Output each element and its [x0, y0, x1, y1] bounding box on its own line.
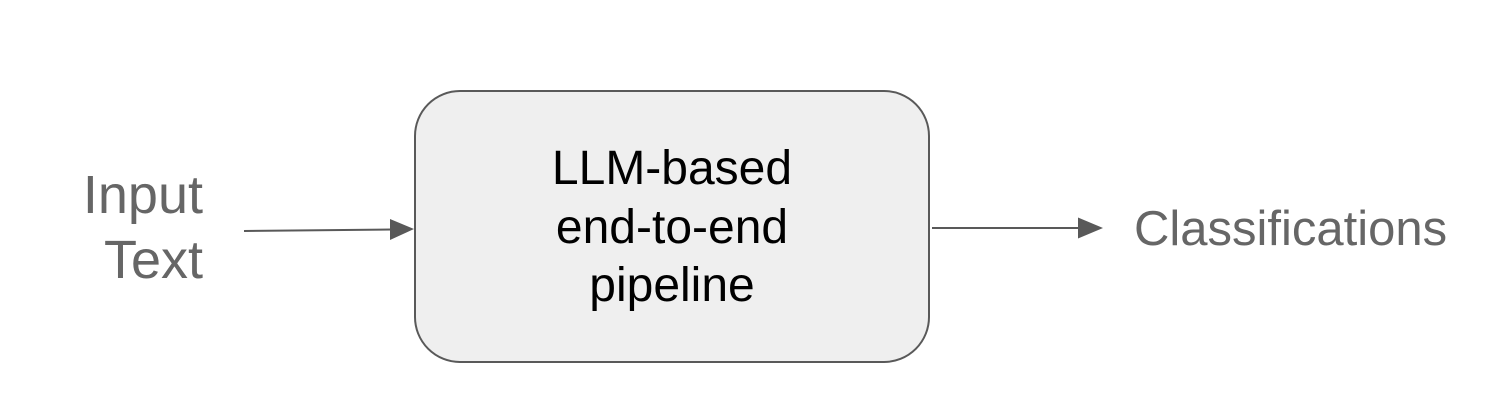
output-arrowhead	[1078, 217, 1103, 239]
input-text-label: Input Text	[20, 163, 203, 293]
pipeline-node	[414, 90, 930, 363]
input-arrow	[243, 219, 414, 240]
pipeline-label-line-1: LLM-based	[551, 142, 793, 195]
input-arrowhead	[390, 219, 414, 240]
pipeline-label-line-3: pipeline	[589, 259, 755, 313]
input-label-line-1: Input	[82, 165, 203, 225]
input-arrow-line	[243, 228, 393, 232]
pipeline-node-label: LLM-based end-to-end pipeline	[414, 140, 930, 316]
pipeline-label-line-2: end-to-end	[555, 200, 789, 254]
classifications-label: Classifications	[1134, 202, 1448, 256]
input-label-line-2: Text	[103, 229, 203, 290]
output-arrow	[932, 217, 1103, 239]
